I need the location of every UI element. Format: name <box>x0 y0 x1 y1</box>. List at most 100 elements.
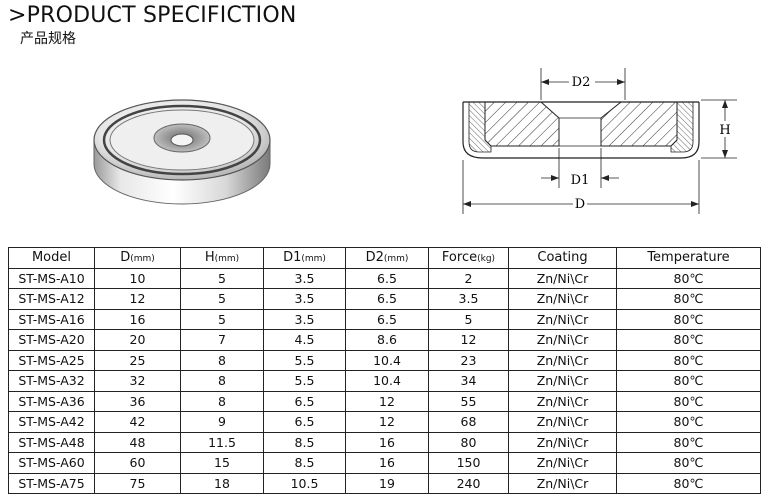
table-cell: Zn/Ni\Cr <box>508 472 617 494</box>
column-header: H(mm) <box>180 247 264 269</box>
table-cell: 240 <box>428 472 509 494</box>
table-cell: Zn/Ni\Cr <box>508 452 617 474</box>
table-cell: 20 <box>94 329 181 351</box>
table-cell: 80℃ <box>616 452 761 474</box>
table-cell: 6.5 <box>263 411 346 433</box>
table-cell: 12 <box>345 411 429 433</box>
column-header: Temperature <box>616 247 761 269</box>
table-cell: 80℃ <box>616 390 761 412</box>
table-cell: 2 <box>428 267 509 289</box>
page-title: >PRODUCT SPECIFICTION <box>8 3 297 28</box>
table-cell: Zn/Ni\Cr <box>508 288 617 310</box>
table-cell: 68 <box>428 411 509 433</box>
column-header-unit: (mm) <box>214 254 240 265</box>
label-d1: D1 <box>571 173 590 188</box>
column-header-name: Force <box>441 250 478 266</box>
column-header: Force(kg) <box>428 247 509 269</box>
table-cell: 15 <box>180 452 264 474</box>
table-cell: 3.5 <box>263 288 346 310</box>
table-cell: Zn/Ni\Cr <box>508 329 617 351</box>
table-cell: 4.5 <box>263 329 346 351</box>
column-header-name: D1 <box>283 250 302 266</box>
table-cell: ST-MS-A20 <box>8 329 95 351</box>
table-cell: 42 <box>94 411 181 433</box>
table-cell: 75 <box>94 472 181 494</box>
table-cell: 5 <box>180 308 264 330</box>
table-cell: 8.5 <box>263 431 346 453</box>
table-cell: 5.5 <box>263 370 346 392</box>
table-cell: 5 <box>428 308 509 330</box>
table-cell: 16 <box>345 452 429 474</box>
table-cell: 80℃ <box>616 329 761 351</box>
column-header-name: D <box>120 250 131 266</box>
column-header-unit: (mm) <box>383 254 409 265</box>
table-cell: 6.5 <box>345 267 429 289</box>
table-cell: ST-MS-A16 <box>8 308 95 330</box>
table-cell: 7 <box>180 329 264 351</box>
column-header-name: D2 <box>365 250 384 266</box>
table-cell: 80℃ <box>616 411 761 433</box>
table-cell: 10 <box>94 267 181 289</box>
table-cell: 80℃ <box>616 431 761 453</box>
table-cell: 5.5 <box>263 349 346 371</box>
column-header-unit: (kg) <box>477 254 496 265</box>
product-image <box>93 99 271 205</box>
table-cell: 6.5 <box>345 308 429 330</box>
column-header-name: Model <box>31 250 72 266</box>
table-cell: ST-MS-A75 <box>8 472 95 494</box>
cross-section-drawing: D2 D1 D H <box>462 68 737 214</box>
table-cell: 16 <box>345 431 429 453</box>
table-cell: 12 <box>428 329 509 351</box>
table-cell: ST-MS-A10 <box>8 267 95 289</box>
column-header: D2(mm) <box>345 247 429 269</box>
column-header-unit: (mm) <box>130 254 155 265</box>
table-cell: 8.5 <box>263 452 346 474</box>
table-cell: 5 <box>180 288 264 310</box>
table-cell: 10.4 <box>345 370 429 392</box>
column-header-unit: (mm) <box>301 254 326 265</box>
table-cell: 60 <box>94 452 181 474</box>
table-cell: 80℃ <box>616 288 761 310</box>
table-cell: ST-MS-A48 <box>8 431 95 453</box>
table-cell: ST-MS-A32 <box>8 370 95 392</box>
table-cell: 3.5 <box>263 308 346 330</box>
table-cell: ST-MS-A36 <box>8 390 95 412</box>
table-cell: 34 <box>428 370 509 392</box>
column-header-name: Temperature <box>647 250 730 266</box>
table-cell: Zn/Ni\Cr <box>508 308 617 330</box>
label-d: D <box>575 197 585 212</box>
table-cell: 12 <box>94 288 181 310</box>
table-cell: 55 <box>428 390 509 412</box>
table-cell: Zn/Ni\Cr <box>508 349 617 371</box>
table-cell: 48 <box>94 431 181 453</box>
table-cell: 3.5 <box>263 267 346 289</box>
table-cell: 6.5 <box>263 390 346 412</box>
column-header-name: Coating <box>537 250 588 266</box>
table-cell: 5 <box>180 267 264 289</box>
column-header-name: H <box>204 250 215 266</box>
table-cell: 8 <box>180 390 264 412</box>
table-cell: 80℃ <box>616 267 761 289</box>
table-cell: 10.5 <box>263 472 346 494</box>
column-header: Model <box>8 247 95 269</box>
table-cell: 11.5 <box>180 431 264 453</box>
table-cell: 3.5 <box>428 288 509 310</box>
table-cell: 18 <box>180 472 264 494</box>
table-cell: 80℃ <box>616 370 761 392</box>
table-cell: ST-MS-A12 <box>8 288 95 310</box>
table-cell: Zn/Ni\Cr <box>508 390 617 412</box>
table-cell: 80℃ <box>616 349 761 371</box>
table-cell: ST-MS-A60 <box>8 452 95 474</box>
